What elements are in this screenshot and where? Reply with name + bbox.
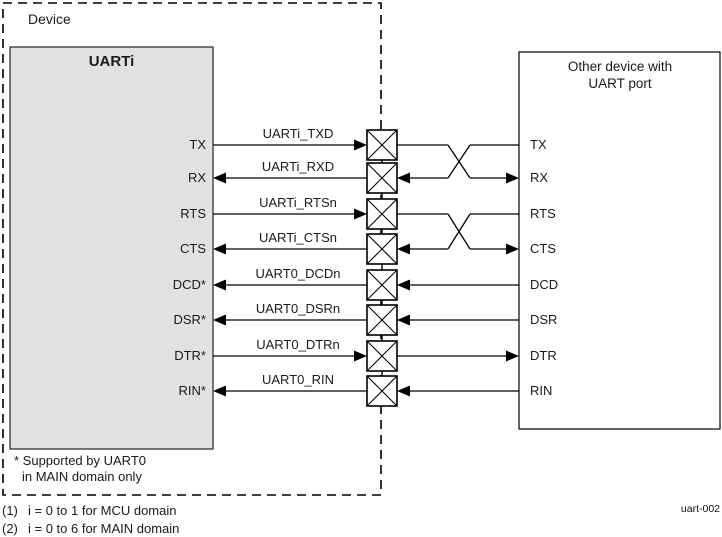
dsrn-io-buffer-icon xyxy=(366,304,398,336)
rin-io-buffer-icon xyxy=(366,375,398,407)
rx-pad-arrow-icon xyxy=(397,172,410,184)
other-pin-rin: RIN xyxy=(530,383,553,398)
signal-label-dtrn: UART0_DTRn xyxy=(256,337,340,352)
other-pin-dcd: DCD xyxy=(530,277,559,292)
dtr-pad-arrow-icon xyxy=(354,350,367,362)
cts-signal-wire xyxy=(226,213,519,250)
uarti-pin-rin: RIN* xyxy=(178,383,206,398)
dsr-pin-arrow-icon xyxy=(213,314,226,326)
dtrn-io-buffer-icon xyxy=(366,340,398,372)
dcdn-io-buffer-icon xyxy=(366,269,398,301)
other-pin-dsr: DSR xyxy=(530,312,558,327)
dtr-device-arrow-icon xyxy=(506,350,519,362)
uarti-pin-dcd: DCD* xyxy=(172,277,206,292)
other-pin-tx: TX xyxy=(530,137,547,152)
dcd-pin-arrow-icon xyxy=(213,279,226,291)
other-device-block xyxy=(518,51,721,430)
note-1-label: (1) xyxy=(2,503,18,518)
footnote-line1: * Supported by UART0 xyxy=(14,453,146,468)
other-pin-cts: CTS xyxy=(530,241,556,256)
rin-pin-arrow-icon xyxy=(213,385,226,397)
rts-to-cts-arrow-icon xyxy=(506,243,519,255)
figure-id: uart-002 xyxy=(680,503,720,515)
note-1: (1) i = 0 to 1 for MCU domain xyxy=(2,503,176,519)
uarti-pin-tx: TX xyxy=(189,137,206,152)
dcd-pad-arrow-icon xyxy=(397,279,410,291)
rts-signal-wire xyxy=(213,213,506,250)
signal-label-rxd: UARTi_RXD xyxy=(261,159,335,174)
rts-pad-arrow-icon xyxy=(354,208,367,220)
uarti-pin-rx: RX xyxy=(187,170,206,185)
signal-label-txd: UARTi_TXD xyxy=(262,126,334,141)
note-2-text: i = 0 to 6 for MAIN domain xyxy=(28,521,180,536)
ctsn-io-buffer-icon xyxy=(366,233,398,265)
tx-to-rx-arrow-icon xyxy=(506,172,519,184)
signal-label-dcdn: UART0_DCDn xyxy=(255,266,341,281)
cts-pin-arrow-icon xyxy=(213,243,226,255)
other-pin-dtr: DTR xyxy=(530,348,557,363)
rx-pin-arrow-icon xyxy=(213,172,226,184)
signal-label-rin: UART0_RIN xyxy=(261,372,334,387)
uarti-pin-dsr: DSR* xyxy=(173,312,206,327)
other-pin-rts: RTS xyxy=(530,206,556,221)
signal-label-dsrn: UART0_DSRn xyxy=(255,301,341,316)
rtsn-io-buffer-icon xyxy=(366,198,398,230)
device-boundary-label: Device xyxy=(28,11,71,27)
rin-pad-arrow-icon xyxy=(397,385,410,397)
uarti-pin-dtr: DTR* xyxy=(174,348,206,363)
signal-label-ctsn: UARTi_CTSn xyxy=(258,230,338,245)
rxd-io-buffer-icon xyxy=(366,162,398,194)
rx-signal-wire xyxy=(226,144,519,179)
dsr-pad-arrow-icon xyxy=(397,314,410,326)
uarti-pin-rts: RTS xyxy=(180,206,206,221)
footnote-line2: in MAIN domain only xyxy=(22,469,142,484)
cts-pad-arrow-icon xyxy=(397,243,410,255)
other-pin-rx: RX xyxy=(530,170,549,185)
signal-label-rtsn: UARTi_RTSn xyxy=(259,195,337,210)
uarti-block-title: UARTi xyxy=(88,53,135,70)
other-device-title-line1: Other device with xyxy=(567,59,673,74)
note-1-text: i = 0 to 1 for MCU domain xyxy=(28,503,177,518)
io-buffer-pads xyxy=(366,129,398,407)
tx-pad-arrow-icon xyxy=(354,139,367,151)
note-2-label: (2) xyxy=(2,521,18,536)
txd-io-buffer-icon xyxy=(366,129,398,161)
note-2: (2) i = 0 to 6 for MAIN domain xyxy=(2,521,179,537)
uarti-block xyxy=(9,46,214,450)
other-device-title-line2: UART port xyxy=(588,76,652,91)
uarti-pin-cts: CTS xyxy=(180,241,206,256)
